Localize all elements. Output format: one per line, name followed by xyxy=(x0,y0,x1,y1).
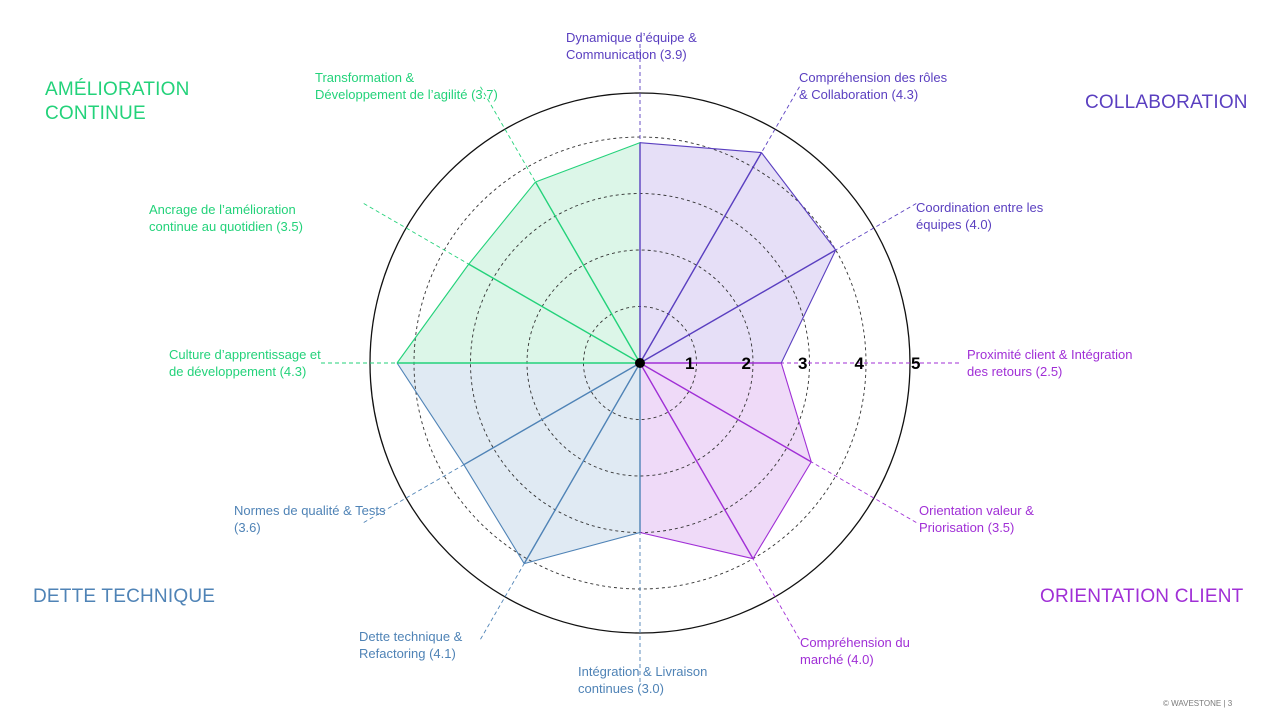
tick-label-5: 5 xyxy=(911,354,920,373)
axis-label-7-line1: Dette technique & xyxy=(359,629,463,644)
axis-spoke-10 xyxy=(362,202,641,364)
axis-spoke-8 xyxy=(362,362,641,524)
axis-label-9: Culture d’apprentissage et de développem… xyxy=(169,346,321,380)
axis-label-7: Dette technique & Refactoring (4.1) xyxy=(359,628,462,662)
value-edge-4 xyxy=(752,461,812,560)
group-title-dette: DETTE TECHNIQUE xyxy=(33,586,216,607)
value-edge-3 xyxy=(780,362,812,463)
axis-spoke-1 xyxy=(639,85,801,364)
tick-label-3: 3 xyxy=(798,354,807,373)
tick-label-4: 4 xyxy=(855,354,865,373)
value-edge-7 xyxy=(463,464,525,564)
value-edge-9 xyxy=(396,263,470,364)
group-title-amelioration: AMÉLIORATION CONTINUE xyxy=(45,78,190,126)
radar-area-1 xyxy=(640,152,836,363)
axis-label-7-line2: Refactoring (4.1) xyxy=(359,646,456,661)
axis-label-11: Transformation & Développement de l’agil… xyxy=(315,69,498,103)
value-ray-7 xyxy=(523,362,641,564)
value-edge-11 xyxy=(535,142,641,183)
axis-label-4-line1: Orientation valeur & xyxy=(919,503,1034,518)
value-edge-2 xyxy=(780,249,837,364)
axis-spoke-5 xyxy=(639,362,801,641)
group-title-collaboration: COLLABORATION xyxy=(1085,92,1248,113)
tick-label-2: 2 xyxy=(742,354,751,373)
axis-label-2: Coordination entre les équipes (4.0) xyxy=(916,199,1043,233)
axis-label-5-line1: Compréhension du xyxy=(800,635,910,650)
value-ray-4 xyxy=(639,362,812,463)
value-ray-5 xyxy=(639,362,754,560)
axis-label-11-line2: Développement de l’agilité (3.7) xyxy=(315,87,498,102)
axis-label-6-line2: continues (3.0) xyxy=(578,681,664,696)
axis-label-8-line2: (3.6) xyxy=(234,520,261,535)
radar-area-10 xyxy=(468,181,640,363)
axis-label-8: Normes de qualité & Tests (3.6) xyxy=(234,502,386,536)
axis-spoke-7 xyxy=(479,362,641,641)
axis-label-6-line1: Intégration & Livraison xyxy=(578,664,708,679)
axis-label-9-line1: Culture d’apprentissage et xyxy=(169,347,321,362)
axis-label-4: Orientation valeur & Priorisation (3.5) xyxy=(919,502,1034,536)
value-edge-10 xyxy=(468,181,536,265)
footer-copyright: © WAVESTONE | 3 xyxy=(1163,699,1233,708)
axis-label-11-line1: Transformation & xyxy=(315,70,415,85)
axis-label-1-line2: & Collaboration (4.3) xyxy=(799,87,919,102)
value-ray-1 xyxy=(639,152,763,364)
axis-label-1: Compréhension des rôles & Collaboration … xyxy=(799,69,947,103)
value-ray-10 xyxy=(468,263,641,364)
axis-label-2-line1: Coordination entre les xyxy=(916,200,1044,215)
center-dot xyxy=(635,358,645,368)
axis-label-0-line2: Communication (3.9) xyxy=(566,47,687,62)
radar-area-7 xyxy=(463,363,640,564)
tick-label-1: 1 xyxy=(685,354,694,373)
axis-label-3-line1: Proximité client & Intégration xyxy=(967,347,1133,362)
radar-area-8 xyxy=(397,363,640,465)
axis-label-10: Ancrage de l’amélioration continue au qu… xyxy=(149,201,303,235)
radar-area-9 xyxy=(397,264,640,363)
value-edge-6 xyxy=(524,531,641,565)
axis-label-8-line1: Normes de qualité & Tests xyxy=(234,503,386,518)
axis-label-10-line1: Ancrage de l’amélioration xyxy=(149,202,296,217)
axis-spoke-2 xyxy=(639,202,918,364)
axis-label-5: Compréhension du marché (4.0) xyxy=(800,634,910,668)
axis-spoke-4 xyxy=(639,362,918,524)
axis-label-0-line1: Dynamique d’équipe & xyxy=(566,30,697,45)
radar-area-4 xyxy=(640,363,812,559)
axis-label-10-line2: continue au quotidien (3.5) xyxy=(149,219,303,234)
radar-area-11 xyxy=(535,142,640,363)
axis-label-3-line2: des retours (2.5) xyxy=(967,364,1063,379)
axis-spoke-11 xyxy=(479,85,641,364)
value-ray-11 xyxy=(534,181,641,364)
axis-label-4-line2: Priorisation (3.5) xyxy=(919,520,1015,535)
value-edge-5 xyxy=(639,531,754,560)
axis-label-6: Intégration & Livraison continues (3.0) xyxy=(578,663,707,697)
value-edge-8 xyxy=(396,362,465,466)
axis-label-1-line1: Compréhension des rôles xyxy=(799,70,948,85)
axis-label-0: Dynamique d’équipe & Communication (3.9) xyxy=(566,29,697,63)
value-edge-0 xyxy=(639,142,762,154)
group-title-amelioration-line1: AMÉLIORATION xyxy=(45,79,190,100)
value-ray-8 xyxy=(463,362,641,466)
axis-label-2-line2: équipes (4.0) xyxy=(916,217,992,232)
axis-label-9-line2: de développement (4.3) xyxy=(169,364,307,379)
group-title-amelioration-line2: CONTINUE xyxy=(45,103,146,124)
value-ray-2 xyxy=(639,249,837,364)
axis-label-3: Proximité client & Intégration des retou… xyxy=(967,346,1132,380)
group-title-client: ORIENTATION CLIENT xyxy=(1040,586,1244,607)
radar-area-0 xyxy=(640,142,762,363)
value-edge-1 xyxy=(761,152,837,251)
axis-label-5-line2: marché (4.0) xyxy=(800,652,874,667)
